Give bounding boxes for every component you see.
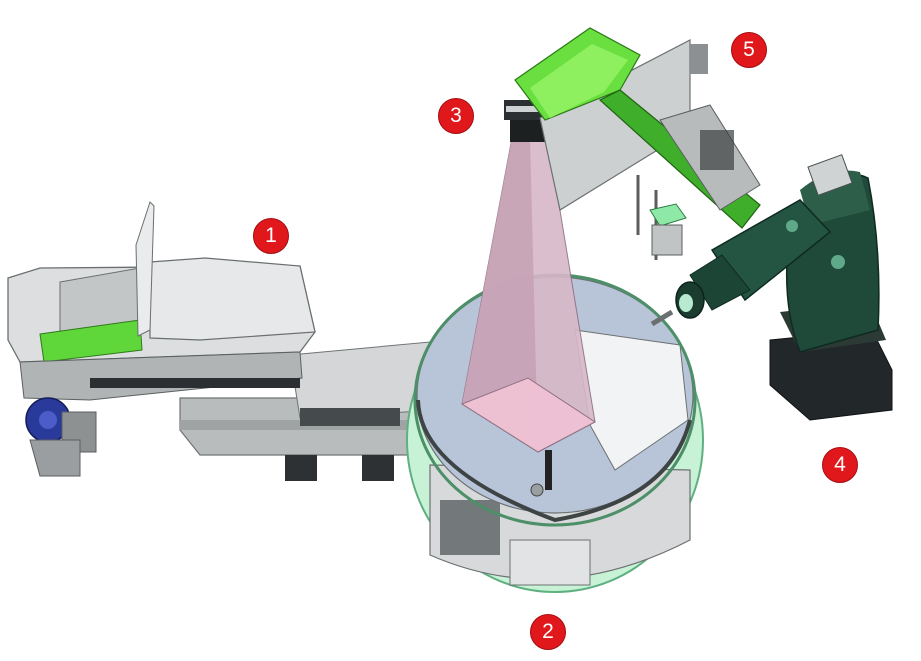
output-conveyor — [514, 27, 761, 260]
marker-1: 1 — [253, 218, 289, 254]
robot-arm — [650, 154, 893, 421]
marker-5: 5 — [731, 32, 767, 68]
marker-4: 4 — [822, 447, 858, 483]
marker-1-label: 1 — [265, 224, 277, 247]
marker-3: 3 — [438, 98, 474, 134]
marker-2: 2 — [530, 614, 566, 650]
marker-3-label: 3 — [450, 104, 462, 127]
motor — [25, 397, 97, 477]
marker-4-label: 4 — [834, 453, 846, 476]
marker-2-label: 2 — [542, 620, 554, 643]
feeder-unit — [7, 201, 441, 481]
marker-5-label: 5 — [743, 38, 755, 61]
camera-with-view-cone — [460, 100, 596, 453]
